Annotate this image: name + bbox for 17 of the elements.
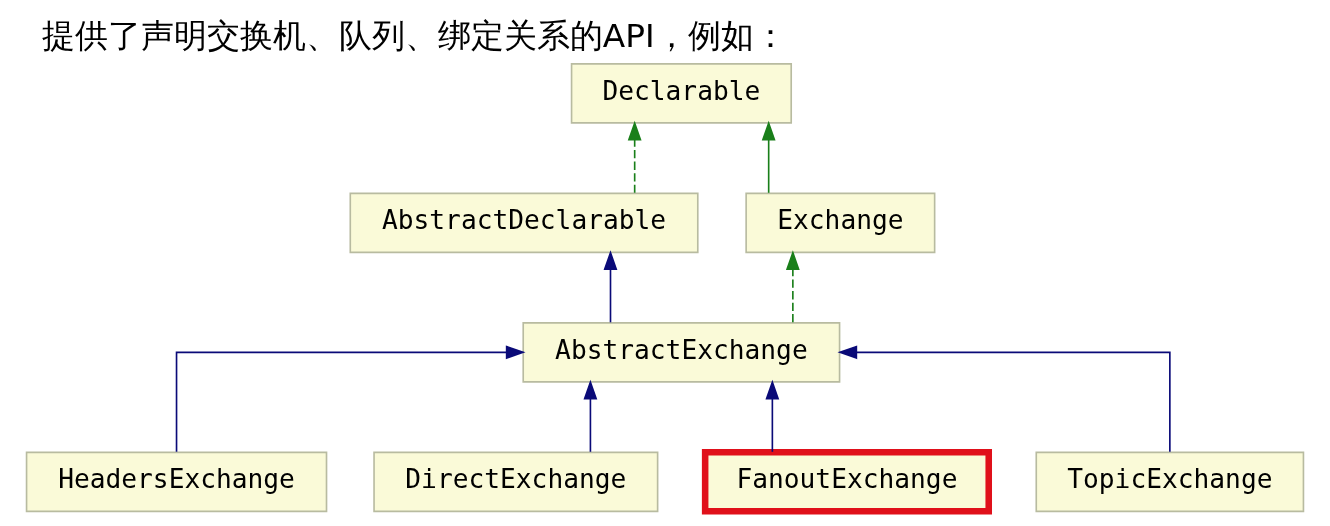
arrow	[785, 250, 800, 324]
node-box: DirectExchange	[373, 451, 659, 513]
arrow	[627, 120, 642, 194]
node-box: Declarable	[570, 63, 793, 124]
arrow	[583, 379, 598, 453]
node-box: AbstractDeclarable	[349, 192, 699, 254]
node-box: HeadersExchange	[25, 451, 328, 513]
arrow	[837, 345, 1171, 453]
diagram-title: 提供了声明交换机、队列、绑定关系的API，例如：	[41, 17, 787, 56]
arrow	[175, 345, 526, 453]
arrow	[761, 120, 776, 194]
arrow	[765, 379, 780, 453]
arrow	[603, 250, 618, 324]
node-box: Exchange	[745, 192, 936, 254]
node-box: AbstractExchange	[522, 322, 841, 383]
node-box: TopicExchange	[1035, 451, 1305, 513]
node-box: FanoutExchange	[701, 449, 992, 515]
